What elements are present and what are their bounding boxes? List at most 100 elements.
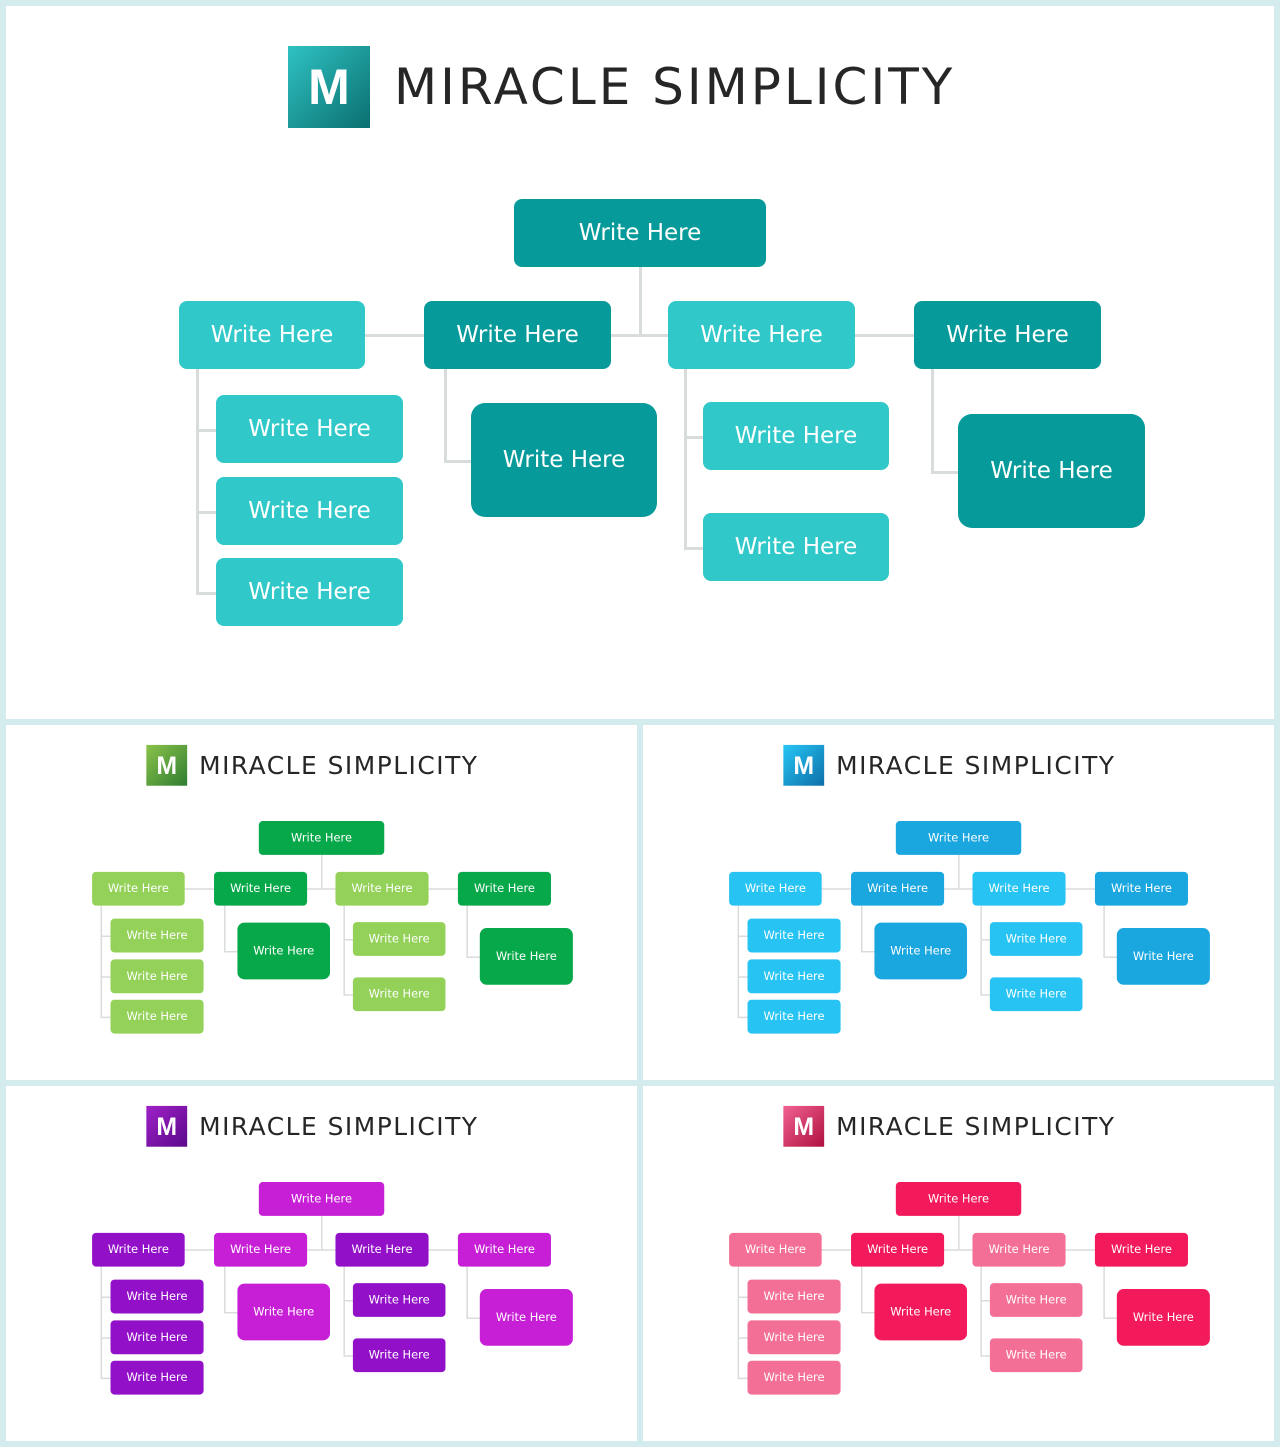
child-stem <box>100 1266 103 1379</box>
child-stem <box>1103 905 1105 958</box>
child-connector <box>196 511 216 514</box>
child-node: Write Here <box>352 977 446 1012</box>
branch-node: Write Here <box>335 1232 429 1267</box>
child-connector <box>737 935 748 938</box>
branch-node: Write Here <box>457 1232 551 1267</box>
child-connector <box>343 939 353 941</box>
logo-icon: M <box>783 744 825 786</box>
brand-title: MIRACLE SIMPLICITY <box>199 1111 479 1141</box>
child-node: Write Here <box>352 922 446 956</box>
child-node: Write Here <box>110 1360 204 1395</box>
branch-connector <box>428 888 458 890</box>
child-connector <box>343 1355 353 1357</box>
child-stem <box>196 369 199 594</box>
child-connector <box>100 976 111 978</box>
child-connector <box>100 1296 111 1299</box>
child-connector <box>980 1355 990 1357</box>
child-node: Write Here <box>747 999 841 1034</box>
child-node: Write Here <box>479 928 573 985</box>
child-stem <box>343 1266 345 1357</box>
branch-node: Write Here <box>214 1232 308 1267</box>
child-node: Write Here <box>874 922 968 980</box>
branch-node: Write Here <box>729 1232 822 1267</box>
branch-node: Write Here <box>457 871 551 906</box>
child-connector <box>223 950 238 953</box>
branch-node: Write Here <box>851 871 945 906</box>
child-node: Write Here <box>110 999 204 1034</box>
root-connector <box>321 1215 323 1250</box>
branch-connector <box>1065 1249 1095 1251</box>
branch-connector <box>1065 888 1095 890</box>
branch-node: Write Here <box>179 301 365 369</box>
child-node: Write Here <box>747 1360 841 1395</box>
child-node: Write Here <box>216 395 403 463</box>
child-connector <box>100 1337 111 1339</box>
child-stem <box>223 905 226 952</box>
branch-node: Write Here <box>851 1232 945 1267</box>
child-stem <box>980 1266 982 1357</box>
child-node: Write Here <box>874 1283 968 1341</box>
child-connector <box>684 547 703 550</box>
child-stem <box>444 369 447 462</box>
child-stem <box>684 369 687 549</box>
child-connector <box>196 592 216 595</box>
child-connector <box>343 1300 353 1302</box>
branch-node: Write Here <box>914 301 1101 369</box>
child-node: Write Here <box>747 1279 841 1314</box>
root-connector <box>321 854 323 889</box>
brand-title: MIRACLE SIMPLICITY <box>836 750 1116 780</box>
child-connector <box>1103 1317 1117 1319</box>
child-node: Write Here <box>703 513 889 581</box>
child-connector <box>466 956 480 958</box>
child-connector <box>444 460 471 463</box>
child-node: Write Here <box>989 1338 1083 1373</box>
brand-title: MIRACLE SIMPLICITY <box>394 58 956 116</box>
child-connector <box>980 939 990 941</box>
branch-node: Write Here <box>1094 1232 1188 1267</box>
child-stem <box>737 905 740 1018</box>
child-stem <box>737 1266 740 1379</box>
brand-title: MIRACLE SIMPLICITY <box>836 1111 1116 1141</box>
child-node: Write Here <box>110 959 204 994</box>
child-stem <box>980 905 982 996</box>
root-connector <box>958 854 960 889</box>
child-connector <box>737 1296 748 1299</box>
branch-connector <box>944 888 973 890</box>
child-connector <box>100 1016 111 1019</box>
child-connector <box>100 935 111 938</box>
child-connector <box>466 1317 480 1319</box>
child-connector <box>737 1337 748 1339</box>
child-connector <box>1103 956 1117 958</box>
child-node: Write Here <box>747 959 841 994</box>
branch-connector <box>611 334 668 337</box>
root-connector <box>639 267 642 335</box>
child-stem <box>100 905 103 1018</box>
branch-node: Write Here <box>214 871 308 906</box>
branch-node: Write Here <box>1094 871 1188 906</box>
branch-node: Write Here <box>92 871 185 906</box>
child-node: Write Here <box>237 922 331 980</box>
branch-node: Write Here <box>335 871 429 906</box>
branch-connector <box>184 888 215 890</box>
branch-node: Write Here <box>729 871 822 906</box>
child-node: Write Here <box>110 918 204 953</box>
root-node: Write Here <box>514 199 766 267</box>
child-node: Write Here <box>110 1320 204 1355</box>
child-connector <box>737 1016 748 1019</box>
logo-icon: M <box>783 1105 825 1147</box>
child-connector <box>980 1300 990 1302</box>
branch-connector <box>944 1249 973 1251</box>
child-connector <box>737 976 748 978</box>
child-node: Write Here <box>216 477 403 545</box>
root-node: Write Here <box>895 1182 1022 1216</box>
child-stem <box>1103 1266 1105 1319</box>
child-stem <box>223 1266 226 1313</box>
branch-connector <box>184 1249 215 1251</box>
branch-connector <box>307 1249 336 1251</box>
root-connector <box>958 1215 960 1250</box>
